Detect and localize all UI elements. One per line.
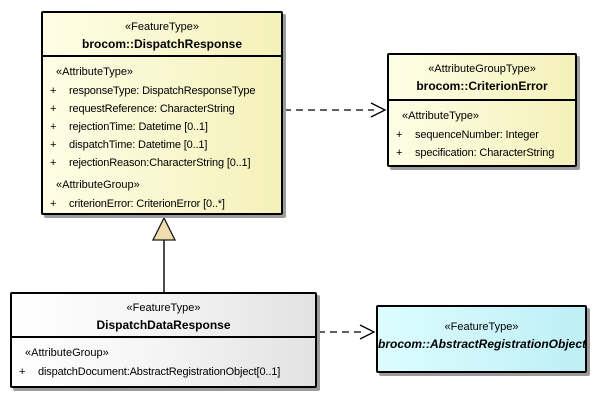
generalization-connector-dispatchdataresponse-dispatchresponse — [151, 216, 177, 292]
attribute-text: dispatchDocument:AbstractRegistrationObj… — [38, 366, 281, 378]
open-arrowhead-icon — [359, 324, 376, 340]
visibility-marker: + — [19, 366, 26, 378]
visibility-marker: + — [50, 121, 57, 133]
attribute-row: + dispatchDocument:AbstractRegistrationO… — [12, 363, 315, 381]
attribute-row: + rejectionTime: Datetime [0..1] — [43, 118, 281, 136]
attribute-text: rejectionTime: Datetime [0..1] — [69, 121, 208, 133]
class-name: brocom::DispatchResponse — [81, 37, 243, 51]
class-dispatch-response[interactable]: «FeatureType» brocom::DispatchResponse «… — [41, 11, 283, 215]
class-criterion-error[interactable]: «AttributeGroupType» brocom::CriterionEr… — [387, 53, 577, 167]
attribute-row: + responseType: DispatchResponseType — [43, 82, 281, 100]
hollow-triangle-arrowhead-icon — [151, 216, 177, 241]
attribute-text: dispatchTime: Datetime [0..1] — [69, 139, 208, 151]
section-heading: «AttributeType» — [56, 66, 134, 78]
attribute-row: + rejectionReason:CharacterString [0..1] — [43, 154, 281, 172]
visibility-marker: + — [50, 139, 57, 151]
attribute-text: responseType: DispatchResponseType — [69, 85, 256, 97]
visibility-marker: + — [50, 198, 57, 210]
open-arrowhead-icon — [370, 102, 387, 118]
attribute-text: specification: CharacterString — [415, 147, 555, 159]
class-name: brocom::CriterionError — [416, 79, 548, 93]
stereotype-label: «FeatureType» — [444, 321, 519, 333]
visibility-marker: + — [396, 147, 403, 159]
section-heading: «AttributeGroup» — [25, 347, 109, 359]
section-heading: «AttributeType» — [402, 110, 480, 122]
dependency-connector-dispatchresponse-criterionerror — [284, 102, 387, 118]
attribute-row: + sequenceNumber: Integer — [389, 126, 575, 144]
stereotype-label: «AttributeGroupType» — [428, 63, 536, 75]
attributes-compartment: «AttributeGroup» + dispatchDocument:Abst… — [12, 338, 315, 381]
attribute-text: sequenceNumber: Integer — [415, 129, 539, 141]
class-dispatch-data-response[interactable]: «FeatureType» DispatchDataResponse «Attr… — [10, 292, 317, 388]
class-name: DispatchDataResponse — [96, 318, 231, 332]
visibility-marker: + — [50, 85, 57, 97]
visibility-marker: + — [50, 157, 57, 169]
class-header: «FeatureType» brocom::DispatchResponse — [43, 13, 281, 57]
attribute-text: requestReference: CharacterString — [69, 103, 235, 115]
visibility-marker: + — [50, 103, 57, 115]
class-header: «FeatureType» DispatchDataResponse — [12, 294, 315, 338]
class-header: «AttributeGroupType» brocom::CriterionEr… — [389, 55, 575, 101]
class-abstract-registration-object[interactable]: «FeatureType» brocom::AbstractRegistrati… — [376, 305, 587, 373]
attribute-row: + criterionError: CriterionError [0..*] — [43, 195, 281, 213]
visibility-marker: + — [396, 129, 403, 141]
class-header: «FeatureType» brocom::AbstractRegistrati… — [378, 307, 587, 367]
stereotype-label: «FeatureType» — [126, 302, 201, 314]
attributes-compartment: «AttributeType» + responseType: Dispatch… — [43, 57, 281, 213]
class-name: brocom::AbstractRegistrationObject — [378, 337, 587, 351]
attribute-row: + dispatchTime: Datetime [0..1] — [43, 136, 281, 154]
section-heading: «AttributeGroup» — [56, 179, 140, 191]
attribute-row: + specification: CharacterString — [389, 144, 575, 162]
stereotype-label: «FeatureType» — [125, 21, 199, 33]
dependency-connector-dispatchdataresponse-abstractregistrationobject — [318, 324, 376, 340]
attribute-text: rejectionReason:CharacterString [0..1] — [69, 157, 251, 169]
attributes-compartment: «AttributeType» + sequenceNumber: Intege… — [389, 101, 575, 162]
attribute-text: criterionError: CriterionError [0..*] — [69, 198, 225, 210]
attribute-row: + requestReference: CharacterString — [43, 100, 281, 118]
